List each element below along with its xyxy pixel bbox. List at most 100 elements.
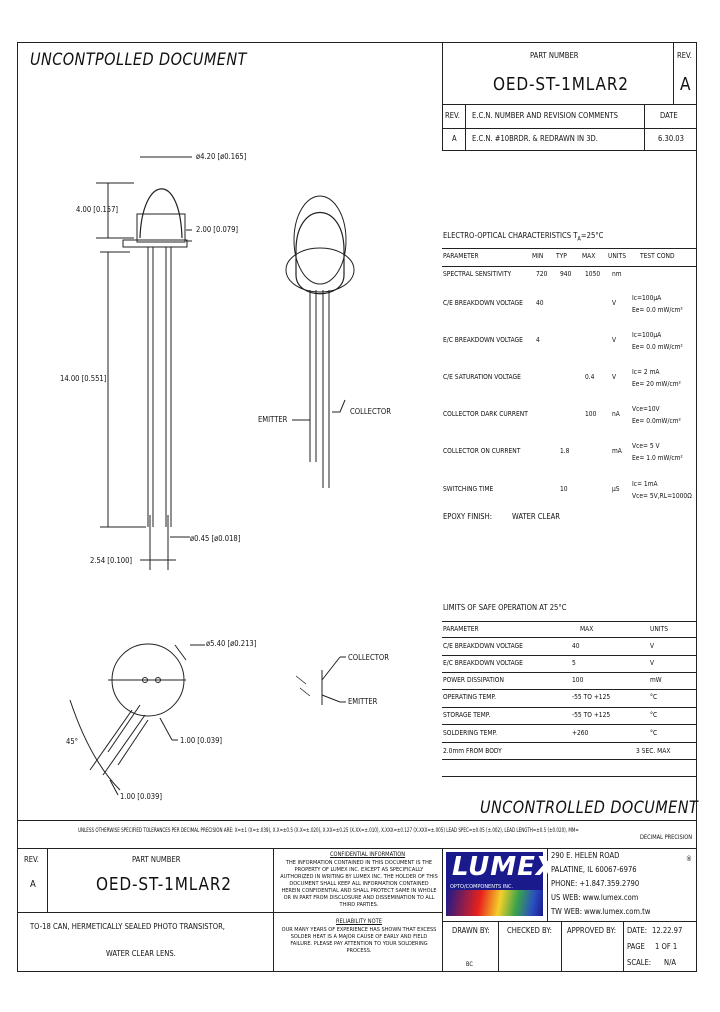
eo-cell-param: C/E SATURATION VOLTAGE	[443, 373, 521, 381]
eo-cell-cond2: Ee= 1.0 mW/cm²	[632, 454, 683, 462]
symbol-collector: COLLECTOR	[348, 653, 389, 662]
collector-label: COLLECTOR	[350, 407, 391, 416]
confidential-title: CONFIDENTIAL INFORMATION	[330, 851, 406, 858]
eo-cell-cond2: Vce= 5V,RL=1000Ω	[632, 492, 692, 500]
footer-rev-value: A	[30, 879, 36, 890]
eo-cell-param: E/C BREAKDOWN VOLTAGE	[443, 336, 523, 344]
limits-cell-unit: 3 SEC. MAX	[636, 747, 671, 755]
lumex-logo-sub: OPTO/COMPONENTS INC.	[450, 884, 514, 890]
ecn-col-date: DATE	[660, 111, 678, 120]
eo-cell-min: 720	[536, 270, 548, 278]
uncontrolled-label-top: UNCONTPOLLED DOCUMENT	[30, 50, 247, 70]
date-value: 12.22.97	[652, 926, 683, 935]
uncontrolled-label-bottom: UNCONTROLLED DOCUMENT	[480, 798, 699, 818]
ecn-row-date: 6.30.03	[658, 134, 684, 143]
eo-cell-typ: 10	[560, 485, 568, 493]
eo-cell-max: 1050	[585, 270, 601, 278]
eo-cell-unit: V	[612, 299, 617, 307]
limits-cell-max: +260	[572, 729, 589, 737]
drawn-by: BC	[466, 961, 473, 968]
rev-value: A	[680, 74, 692, 95]
decimal-precision: DECIMAL PRECISION	[640, 834, 693, 841]
epoxy-value: WATER CLEAR	[512, 512, 561, 521]
emitter-label: EMITTER	[258, 415, 288, 424]
eo-cell-typ: 940	[560, 270, 572, 278]
limits-cell-param: SOLDERING TEMP.	[443, 729, 498, 737]
eo-cell-cond1: Vce= 5 V	[632, 442, 660, 450]
registered-mark: ®	[686, 855, 692, 863]
reliability-title: RELIABILITY NOTE	[336, 918, 382, 925]
eo-cell-min: 4	[536, 336, 540, 344]
flange	[122, 239, 188, 248]
address-1: 290 E. HELEN ROAD	[551, 851, 620, 860]
eo-cell-unit: mA	[612, 447, 622, 455]
eo-cell-cond1: Ic= 1mA	[632, 480, 658, 488]
eo-header-cell: MAX	[582, 252, 596, 260]
drawing-frame	[17, 42, 697, 972]
eo-cell-cond2: Ee= 0.0 mW/cm²	[632, 306, 683, 314]
limits-header-cell: PARAMETER	[443, 625, 479, 633]
limits-cell-param: POWER DISSIPATION	[443, 676, 504, 684]
limits-cell-unit: V	[650, 642, 655, 650]
tolerance-note: UNLESS OTHERWISE SPECIFIED TOLERANCES PE…	[78, 827, 579, 834]
limits-cell-max: 5	[572, 659, 576, 667]
footer-rev-label: REV.	[24, 855, 39, 864]
part-number-label: PART NUMBER	[530, 51, 579, 60]
tab	[89, 704, 149, 776]
eo-cell-max: 100	[585, 410, 597, 418]
dim-dia-top: ø4.20 [ø0.165]	[196, 152, 247, 161]
scale-label: SCALE:	[627, 958, 652, 967]
reliability-text: OUR MANY YEARS OF EXPERIENCE HAS SHOWN T…	[281, 927, 437, 954]
limits-cell-unit: °C	[650, 711, 658, 719]
eo-cell-cond1: Ic=100μA	[632, 294, 662, 302]
checked-by-label: CHECKED BY:	[507, 926, 552, 935]
angle-label: 45°	[66, 737, 79, 746]
description-line-2: WATER CLEAR LENS.	[106, 949, 176, 958]
limits-header-cell: MAX	[580, 625, 594, 633]
us-web-link[interactable]: US WEB: www.lumex.com	[551, 893, 639, 902]
eo-cell-unit: V	[612, 336, 617, 344]
tw-web-link[interactable]: TW WEB: www.lumex.com.tw	[551, 907, 651, 916]
eo-cell-cond1: Ic=100μA	[632, 331, 662, 339]
eo-cell-unit: μS	[612, 485, 620, 493]
rev-label: REV.	[677, 51, 692, 60]
footer-part-number-label: PART NUMBER	[132, 855, 181, 864]
limits-cell-param: E/C BREAKDOWN VOLTAGE	[443, 659, 523, 667]
eo-cell-param: C/E BREAKDOWN VOLTAGE	[443, 299, 523, 307]
limits-cell-param: 2.0mm FROM BODY	[443, 747, 502, 755]
eo-cell-cond1: Ic= 2 mA	[632, 368, 660, 376]
eo-cell-param: COLLECTOR DARK CURRENT	[443, 410, 528, 418]
limits-cell-max: 40	[572, 642, 580, 650]
logo-spectrum	[446, 890, 543, 916]
dim-dia-flange: ø5.40 [ø0.213]	[206, 639, 257, 648]
dim-lead-length: 14.00 [0.551]	[60, 374, 107, 383]
3d-flange	[285, 247, 355, 293]
dim-tab-2: 1.00 [0.039]	[120, 792, 163, 801]
limits-cell-param: C/E BREAKDOWN VOLTAGE	[443, 642, 523, 650]
scale-value: N/A	[664, 958, 677, 967]
limits-cell-unit: °C	[650, 693, 658, 701]
approved-by-label: APPROVED BY:	[567, 926, 616, 935]
eo-cell-max: 0.4	[585, 373, 595, 381]
eo-cell-cond1: Vce=10V	[632, 405, 660, 413]
dim-pitch: 2.54 [0.100]	[90, 556, 133, 565]
eo-cell-unit: V	[612, 373, 617, 381]
confidential-text: THE INFORMATION CONTAINED IN THIS DOCUME…	[280, 860, 438, 908]
limits-cell-unit: °C	[650, 729, 658, 737]
eo-cell-cond2: Ee= 20 mW/cm²	[632, 380, 681, 388]
limits-cell-param: STORAGE TEMP.	[443, 711, 491, 719]
limits-cell-max: -55 TO +125	[572, 693, 611, 701]
dim-lead-dia: ø0.45 [ø0.018]	[190, 534, 241, 543]
ecn-col-rev: REV.	[445, 111, 460, 120]
symbol-emitter: EMITTER	[348, 697, 378, 706]
eo-title: ELECTRO-OPTICAL CHARACTERISTICS TA=25°C	[443, 231, 604, 243]
eo-cell-param: SPECTRAL SENSITIVITY	[443, 270, 512, 278]
phone: PHONE: +1.847.359.2790	[551, 879, 640, 888]
eo-cell-min: 40	[536, 299, 544, 307]
part-number: OED-ST-1MLAR2	[493, 74, 629, 95]
eo-cell-unit: nA	[612, 410, 620, 418]
eo-cell-param: SWITCHING TIME	[443, 485, 494, 493]
dim-rim: 2.00 [0.079]	[196, 225, 239, 234]
can-body	[136, 213, 186, 243]
